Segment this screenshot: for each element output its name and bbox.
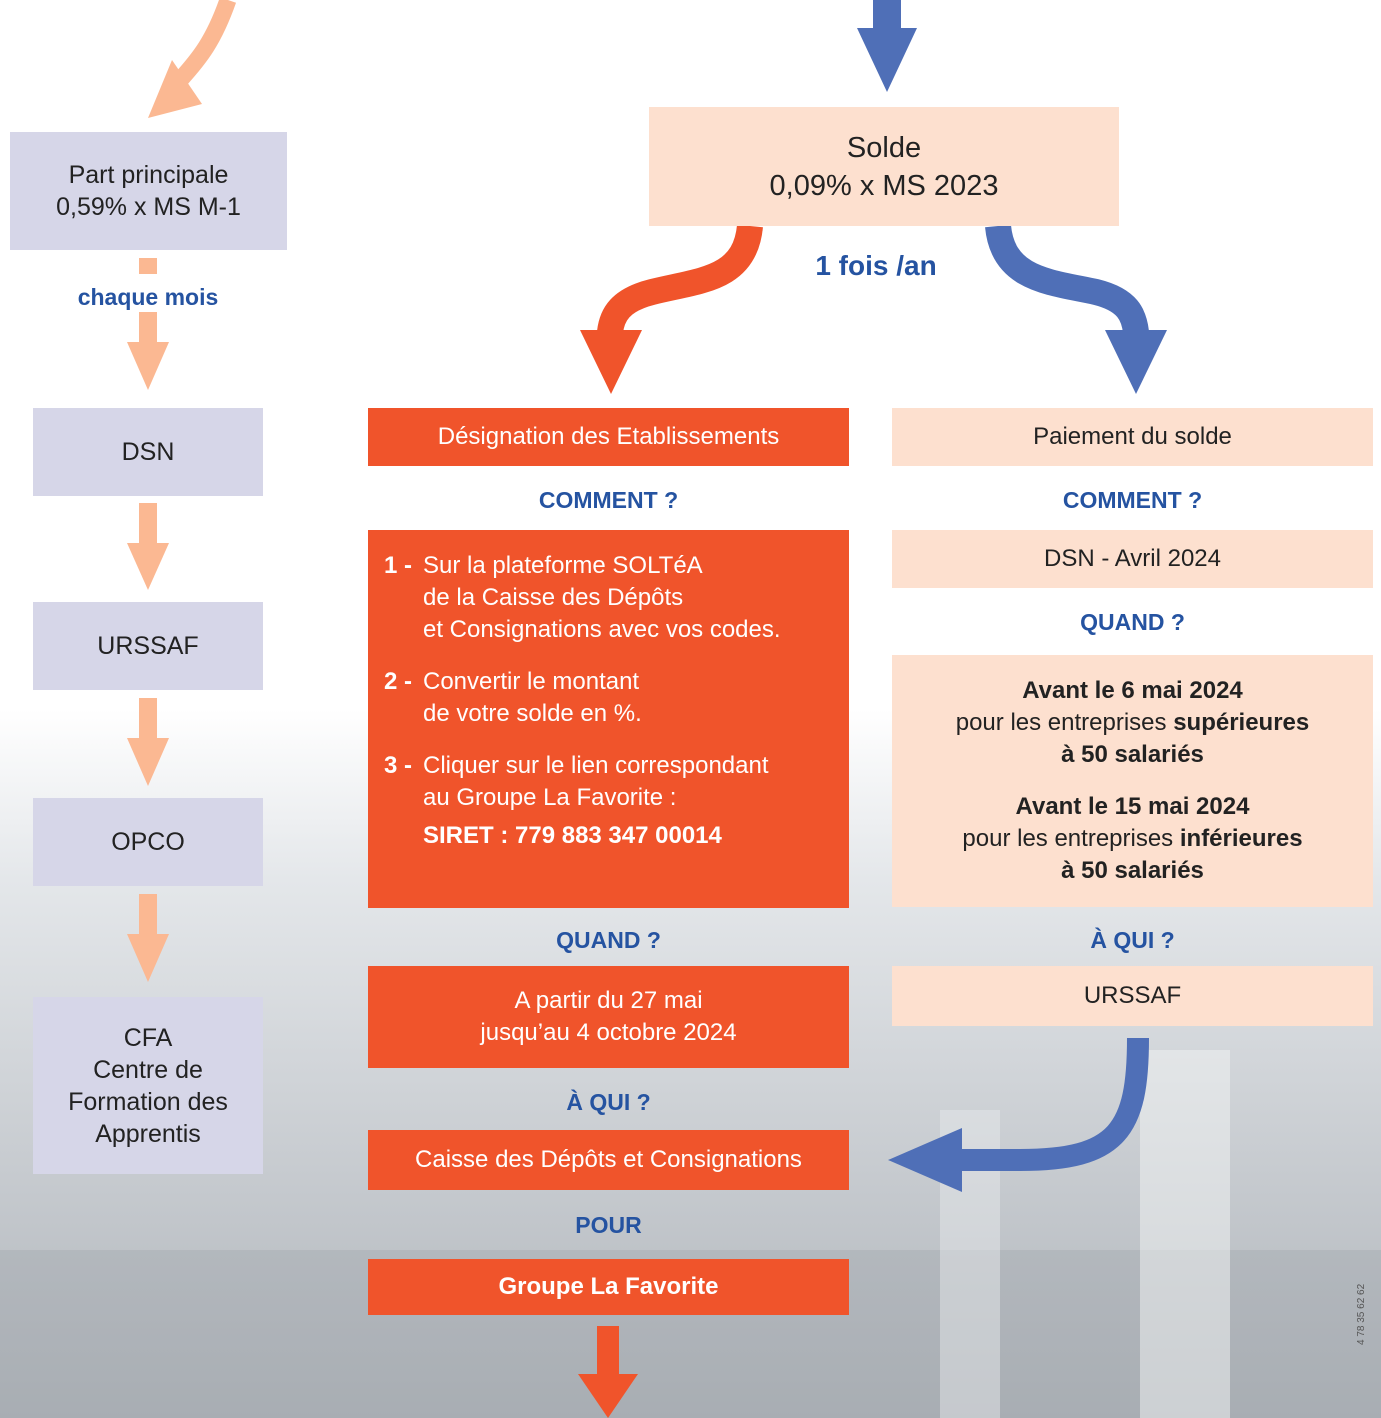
urssaf-label: URSSAF xyxy=(97,632,199,660)
deadline-1-text: pour les entreprises xyxy=(955,709,1174,736)
step-2-line-2: de votre solde en %. xyxy=(423,700,642,727)
designation-header: Désignation des Etablissements xyxy=(368,408,849,466)
opco-box: OPCO xyxy=(33,798,263,886)
paiement-deadlines-box: Avant le 6 mai 2024 pour les entreprises… xyxy=(892,655,1373,907)
paiement-urssaf-box: URSSAF xyxy=(892,966,1373,1026)
deadline-1-desc: pour les entreprises supérieures xyxy=(956,707,1310,739)
deadline-2: Avant le 15 mai 2024 pour les entreprise… xyxy=(962,791,1302,887)
paiement-urssaf-label: URSSAF xyxy=(1083,982,1182,1009)
designation-quand-label: QUAND ? xyxy=(556,927,661,953)
deadline-1: Avant le 6 mai 2024 pour les entreprises… xyxy=(956,675,1310,771)
designation-header-label: Désignation des Etablissements xyxy=(437,423,780,450)
step-1-line-2: de la Caisse des Dépôts xyxy=(423,584,684,611)
step-2: 2 - Convertir le montant de votre solde … xyxy=(384,666,642,730)
cfa-line-3: Formation des xyxy=(68,1087,228,1116)
cfa-line-4: Apprentis xyxy=(95,1119,201,1148)
deadline-1-size: supérieures xyxy=(1173,709,1310,736)
paiement-comment-box: DSN - Avril 2024 xyxy=(892,530,1373,588)
part-principale-box: Part principale 0,59% x MS M-1 xyxy=(10,132,287,250)
cfa-line-1: CFA xyxy=(123,1023,173,1052)
phone-reference: 4 78 35 62 62 xyxy=(1356,1283,1367,1345)
step-1-number: 1 - xyxy=(384,552,413,579)
deadline-2-date: Avant le 15 mai 2024 xyxy=(1015,793,1250,820)
step-3-number: 3 - xyxy=(384,752,413,779)
step-3: 3 - Cliquer sur le lien correspondant au… xyxy=(384,750,769,852)
groupe-favorite-label: Groupe La Favorite xyxy=(498,1273,719,1300)
deadline-2-desc: pour les entreprises inférieures xyxy=(962,823,1302,855)
solde-title: Solde xyxy=(846,131,922,164)
part-principale-formula: 0,59% x MS M-1 xyxy=(56,193,241,221)
caisse-label: Caisse des Dépôts et Consignations xyxy=(415,1146,802,1173)
deadline-1-date: Avant le 6 mai 2024 xyxy=(1022,677,1243,704)
une-fois-par-an-label: 1 fois /an xyxy=(815,250,937,281)
chaque-mois-label: chaque mois xyxy=(77,284,219,310)
cfa-line-2: Centre de xyxy=(93,1055,203,1084)
opco-label: OPCO xyxy=(111,828,185,856)
designation-quand-line-2: jusqu’au 4 octobre 2024 xyxy=(480,1019,737,1046)
paiement-comment-label: COMMENT ? xyxy=(1062,487,1203,513)
deadline-2-size: inférieures xyxy=(1179,825,1303,852)
paiement-header: Paiement du solde xyxy=(892,408,1373,466)
paiement-comment-value: DSN - Avril 2024 xyxy=(1044,545,1221,572)
deadline-1-count: à 50 salariés xyxy=(1061,741,1204,768)
urssaf-box: URSSAF xyxy=(33,602,263,690)
designation-comment-label: COMMENT ? xyxy=(538,487,679,513)
designation-quand-box: A partir du 27 mai jusqu’au 4 octobre 20… xyxy=(368,966,849,1068)
caisse-box: Caisse des Dépôts et Consignations xyxy=(368,1130,849,1190)
designation-quand-line-1: A partir du 27 mai xyxy=(514,987,703,1014)
groupe-favorite-box: Groupe La Favorite xyxy=(368,1259,849,1315)
pour-label: POUR xyxy=(575,1212,642,1238)
dsn-label: DSN xyxy=(121,438,175,466)
step-1-line-1: Sur la plateforme SOLTéA xyxy=(423,552,703,579)
part-principale-title: Part principale xyxy=(68,161,229,189)
paiement-quand-label: QUAND ? xyxy=(1080,609,1185,635)
step-1-line-3: et Consignations avec vos codes. xyxy=(423,616,781,643)
step-3-line-1: Cliquer sur le lien correspondant xyxy=(423,752,769,779)
designation-steps-box: 1 - Sur la plateforme SOLTéA de la Caiss… xyxy=(368,530,849,908)
step-1: 1 - Sur la plateforme SOLTéA de la Caiss… xyxy=(384,550,781,646)
cfa-box: CFA Centre de Formation des Apprentis xyxy=(33,997,263,1174)
designation-aqui-label: À QUI ? xyxy=(566,1089,651,1115)
siret-number: SIRET : 779 883 347 00014 xyxy=(423,822,722,849)
solde-formula: 0,09% x MS 2023 xyxy=(769,169,999,202)
deadline-2-count: à 50 salariés xyxy=(1061,857,1204,884)
dsn-box: DSN xyxy=(33,408,263,496)
solde-box: Solde 0,09% x MS 2023 xyxy=(649,107,1119,226)
step-2-number: 2 - xyxy=(384,668,413,695)
deadline-2-text: pour les entreprises xyxy=(962,825,1180,852)
step-3-line-2: au Groupe La Favorite : xyxy=(423,784,677,811)
paiement-header-label: Paiement du solde xyxy=(1033,423,1232,450)
paiement-aqui-label: À QUI ? xyxy=(1090,927,1175,953)
step-2-line-1: Convertir le montant xyxy=(423,668,640,695)
